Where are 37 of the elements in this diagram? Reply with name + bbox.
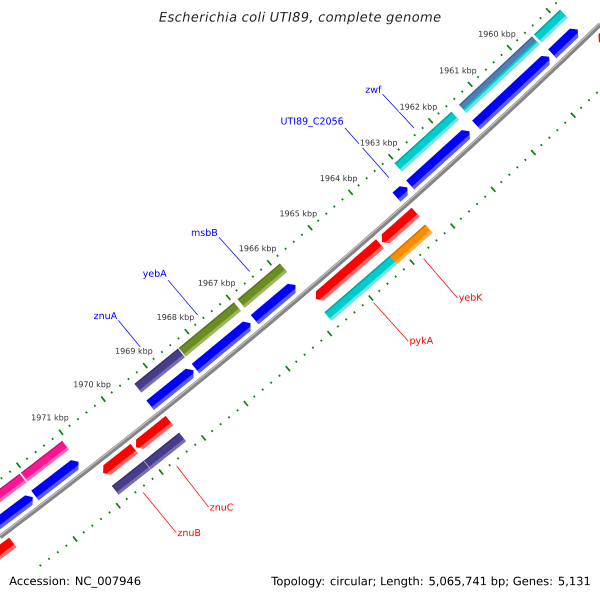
gene-label: msbB (192, 228, 218, 236)
leader-line (167, 280, 198, 316)
genome-summary: Topology: circular; Length: 5,065,741 bp; Genes: 5,131 (271, 576, 590, 588)
feature-bar (238, 264, 288, 308)
tick-label: 1966 kbp (238, 244, 278, 254)
gene-label: yebA (142, 270, 167, 279)
feature-bar (324, 256, 397, 321)
gene-label: znuA (94, 312, 118, 320)
gene-label: yebK (459, 293, 483, 303)
tick-label: 1960 kbp (477, 30, 517, 40)
tick-label: 1963 kbp (359, 138, 398, 148)
gene-label: zwf (366, 86, 382, 93)
tick-label: 1969 kbp (114, 346, 154, 356)
tick-label: 1964 kbp (319, 174, 358, 184)
leader-line (218, 236, 250, 272)
leader-line (382, 94, 414, 128)
feature-bar (390, 224, 432, 264)
leader-line (176, 466, 209, 508)
tick-label: 1961 kbp (438, 66, 478, 76)
feature-bar (144, 432, 186, 470)
leader-line (344, 128, 390, 178)
leader-line (373, 302, 409, 342)
gene-label: znuC (210, 503, 233, 511)
accession-note: Accession: NC_007946 (9, 576, 140, 588)
tick-label: 1965 kbp (278, 209, 318, 219)
gene-block (392, 186, 408, 202)
feature-bar (112, 460, 150, 495)
gene-label: znuB (178, 529, 200, 536)
tick-label: 1968 kbp (156, 313, 196, 322)
gene-label: pykA (410, 336, 434, 346)
leader-line (423, 258, 458, 298)
tick-label: 1970 kbp (72, 380, 112, 390)
tick-label: 1962 kbp (398, 102, 438, 112)
tick-label: 1967 kbp (197, 278, 236, 288)
tick-label: 1971 kbp (30, 413, 70, 423)
gene-label: UTI89_C2056 (281, 117, 344, 127)
map-title: Escherichia coli UTI89, complete genome (159, 12, 441, 24)
